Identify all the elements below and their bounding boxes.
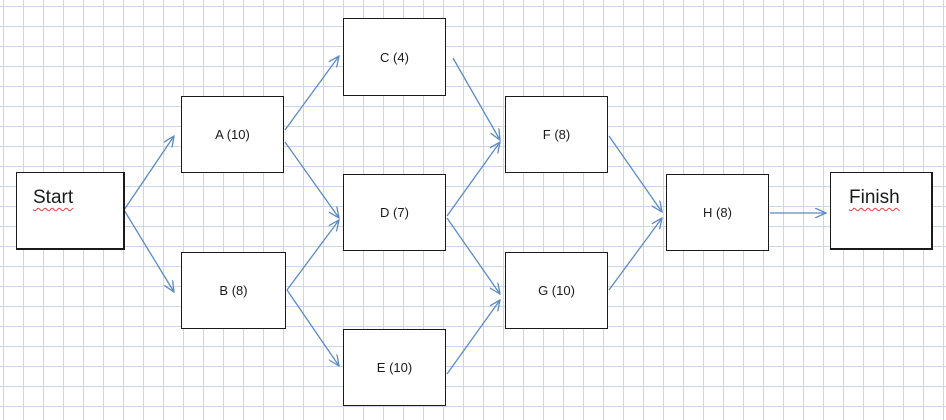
node-d-label: D (7) xyxy=(380,205,409,220)
node-b: B (8) xyxy=(181,252,286,329)
edge-start-b xyxy=(123,209,174,292)
edge-e-g xyxy=(446,300,500,375)
node-finish-label: Finish xyxy=(849,187,900,208)
node-d: D (7) xyxy=(343,174,446,251)
edge-b-e xyxy=(286,289,339,366)
edge-d-g xyxy=(446,217,500,294)
edge-f-h xyxy=(608,135,662,212)
edge-c-f xyxy=(452,57,500,140)
node-c: C (4) xyxy=(343,18,446,96)
edge-g-h xyxy=(608,218,662,291)
node-start: Start xyxy=(16,172,125,250)
edge-a-d xyxy=(284,141,339,218)
edge-a-c xyxy=(284,56,339,131)
node-g-label: G (10) xyxy=(538,283,575,298)
edge-start-a xyxy=(123,136,174,211)
edge-b-d xyxy=(286,220,339,291)
node-f-label: F (8) xyxy=(542,127,571,142)
node-a-label: A (10) xyxy=(215,127,250,142)
node-h: H (8) xyxy=(666,174,769,251)
node-start-label: Start xyxy=(33,187,74,208)
node-g: G (10) xyxy=(505,252,608,329)
node-f: F (8) xyxy=(505,96,608,173)
node-e: E (10) xyxy=(343,329,446,406)
node-a: A (10) xyxy=(181,96,284,173)
node-finish: Finish xyxy=(830,172,933,250)
node-b-label: B (8) xyxy=(219,283,248,298)
edge-d-f xyxy=(446,142,500,217)
node-h-label: H (8) xyxy=(703,205,732,220)
node-c-label: C (4) xyxy=(380,49,409,65)
node-e-label: E (10) xyxy=(376,360,413,375)
